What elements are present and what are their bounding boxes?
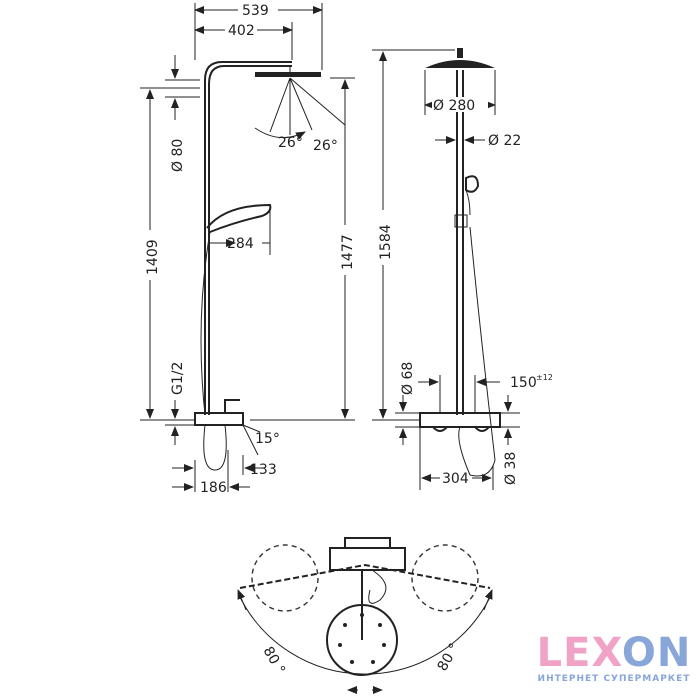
logo-word-pink: LEX (536, 630, 622, 676)
front-hand-shower (465, 175, 480, 193)
center-tolerance-label: ±12 (536, 373, 553, 382)
logo-word-blue: ON (621, 630, 692, 676)
angle-right-label: 26° (313, 138, 338, 154)
angle-left-label: 26° (278, 135, 303, 151)
handshower-reach-label: 284 (227, 236, 254, 252)
hand-shower (206, 203, 272, 233)
shower-pipe (204, 61, 292, 415)
connector-label: Ø 68 (400, 362, 416, 395)
logo-tagline: ИНТЕРНЕТ СУПЕРМАРКЕТ (537, 674, 691, 684)
thread-label: G1/2 (170, 362, 186, 395)
front-mixer (419, 412, 501, 428)
center-distance-label: 150 (510, 375, 537, 391)
rotation-circle-right (411, 544, 479, 612)
head-outline (326, 604, 398, 676)
lexon-logo: LEXON ИНТЕРНЕТ СУПЕРМАРКЕТ (534, 632, 694, 684)
top-view: 80 ° 80 ° (237, 537, 493, 694)
rain-head (425, 60, 495, 68)
pipe-offset-label: Ø 80 (170, 139, 186, 172)
mixer-height-label: Ø 38 (503, 452, 519, 485)
spout-a-label: 133 (250, 462, 277, 478)
width-arm-label: 402 (228, 23, 255, 39)
height-total-label: 1584 (378, 224, 394, 260)
spout-angle-label: 15° (255, 431, 280, 447)
front-view: Ø 280 Ø 22 1584 Ø 68 150 ±12 Ø 38 304 (372, 48, 553, 490)
mixer (194, 412, 244, 426)
height-head-label: 1477 (340, 234, 356, 270)
rotation-circle-left (251, 544, 319, 612)
rotation-right-label: 80 ° (435, 641, 463, 674)
mixer-width-label: 304 (442, 471, 469, 487)
side-view: 26° 26° 539 402 Ø 80 1409 1477 284 (140, 3, 356, 496)
shower-head (255, 72, 321, 77)
head-diameter-label: Ø 280 (433, 98, 475, 114)
width-total-label: 539 (242, 3, 269, 19)
rotation-left-label: 80 ° (260, 644, 288, 677)
top-mixer (329, 547, 406, 571)
height-mixer-label: 1409 (145, 239, 161, 275)
front-pipe (456, 70, 464, 415)
pipe-diameter-label: Ø 22 (488, 133, 521, 149)
spout-b-label: 186 (200, 480, 227, 496)
